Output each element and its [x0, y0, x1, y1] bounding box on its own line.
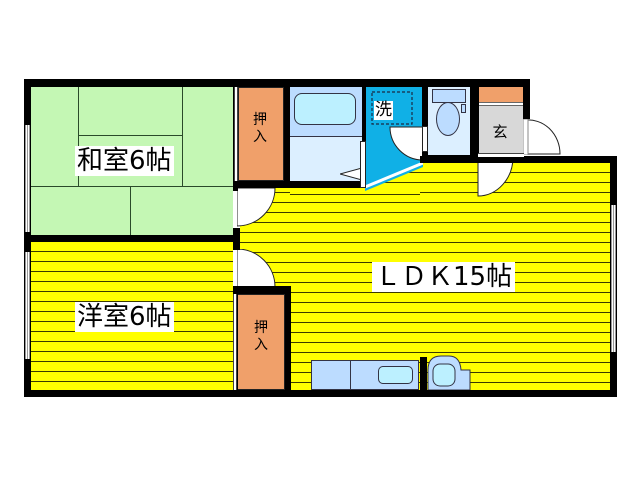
closet-bottom-sliding-door [233, 294, 237, 390]
window-ldk [611, 205, 616, 352]
closet-top [238, 87, 284, 181]
tatami-line [182, 86, 183, 186]
washitsu-label: 和室6帖 [75, 146, 174, 176]
genkan-inner-door-swing [477, 157, 514, 197]
wall-closet-top-bottom [233, 181, 290, 188]
genkan-label: 玄 [492, 123, 508, 141]
wall-wash-toilet [422, 79, 428, 163]
toilet-tank-icon [432, 89, 466, 103]
window-washitsu [25, 125, 30, 232]
kitchen-sink-icon [378, 366, 413, 384]
shoe-cabinet [479, 87, 523, 102]
toilet-door-frame [422, 126, 428, 152]
wall-closet-bottom-right [285, 286, 291, 397]
ldk-label: ＬＤＫ15帖 [372, 262, 516, 292]
kitchen-counter-divider [350, 360, 351, 390]
youshitsu-room [31, 242, 233, 390]
tatami-line [130, 186, 131, 235]
wall-genkan-right [523, 79, 530, 119]
wall-bedroom-ldk-mid [233, 228, 240, 250]
toilet-bowl-icon [436, 102, 460, 136]
front-door-swing [523, 119, 561, 155]
youshitsu-door-swing [237, 249, 276, 288]
closet-bottom-label: 押 入 [254, 320, 268, 353]
ldk-room-extension [290, 185, 420, 195]
tatami-line [78, 135, 183, 136]
wall-closet-bath [284, 79, 290, 188]
step-triangle-icon [340, 168, 362, 181]
tatami-line [31, 186, 233, 187]
wall-bath-wash [362, 79, 366, 141]
window-youshitsu [25, 252, 30, 359]
bath-door-frame [360, 141, 366, 188]
wall-bottom [24, 390, 617, 397]
wall-top [24, 79, 530, 87]
fridge-space-icon [427, 355, 471, 391]
bathtub-icon [294, 93, 356, 125]
toilet-paper-icon [461, 104, 466, 113]
wall-bedroom-divider [24, 235, 240, 242]
wall-toilet-genkan [470, 79, 479, 163]
tatami-line [78, 86, 79, 186]
kitchen-partition-wall [420, 357, 427, 390]
wall-bath-bottom [284, 181, 364, 188]
closet-top-sliding-door [234, 87, 238, 181]
youshitsu-label: 洋室6帖 [75, 302, 174, 332]
genkan-step [478, 153, 524, 157]
wall-ldk-top [420, 156, 617, 163]
wall-toilet-bottom [422, 155, 478, 163]
shoe-cabinet-edge [479, 102, 523, 106]
washitsu-door-swing [237, 188, 276, 227]
genkan [479, 106, 523, 153]
wall-closet-bottom-top [233, 286, 289, 294]
washroom-label: 洗 [374, 100, 393, 120]
closet-top-label: 押 入 [253, 112, 267, 145]
